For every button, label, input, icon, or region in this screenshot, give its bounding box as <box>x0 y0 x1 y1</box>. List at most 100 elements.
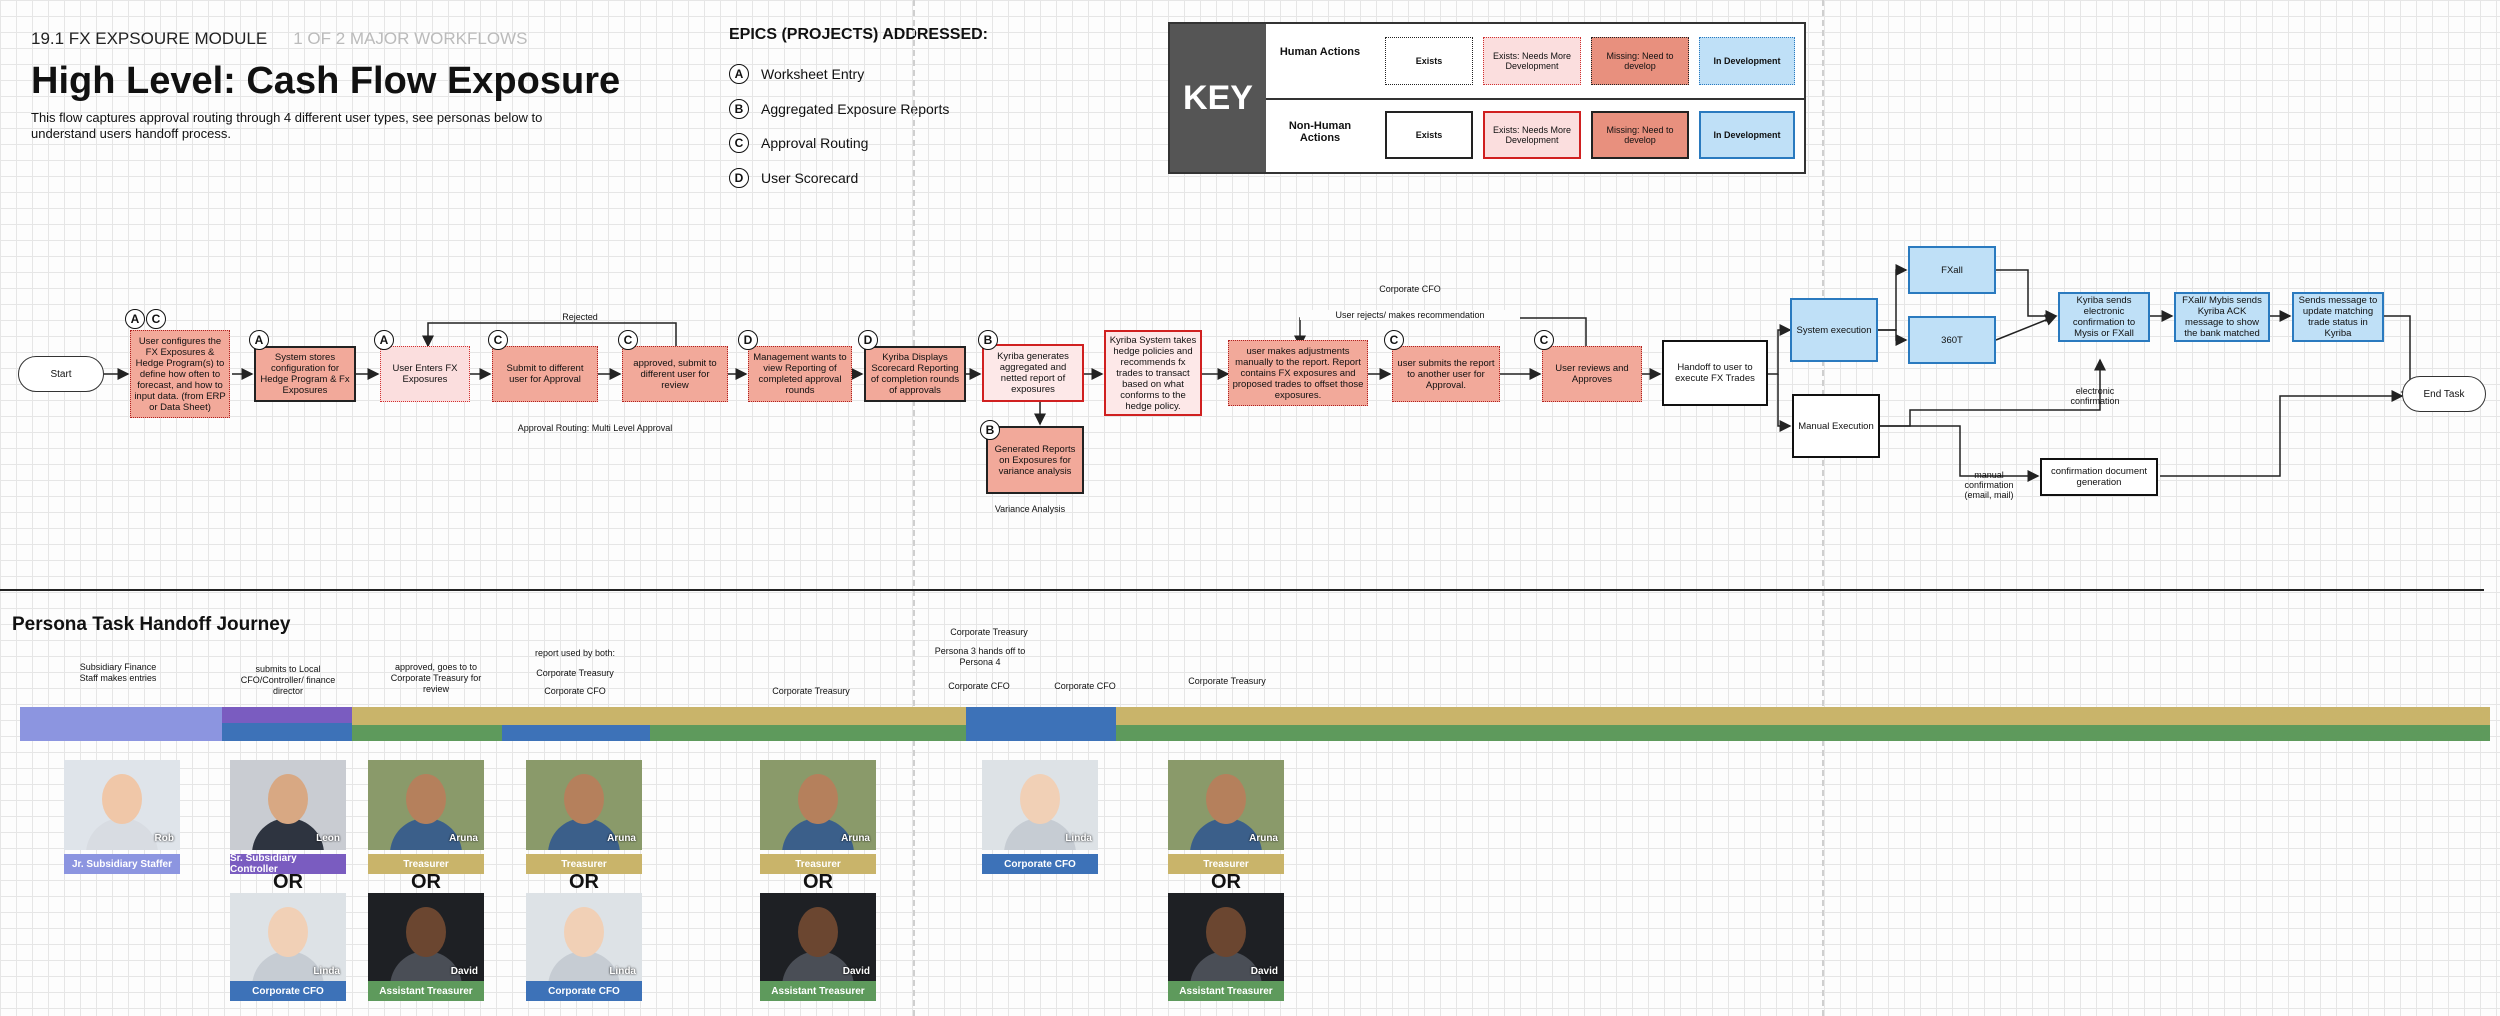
journey-bar-asst <box>1116 725 2490 741</box>
flow-step-review-approve: User reviews and Approves <box>1542 346 1642 402</box>
persona-name: Linda <box>313 966 340 977</box>
journey-note: Corporate Treasury <box>520 668 630 679</box>
flow-step-manual-execution: Manual Execution <box>1792 394 1880 458</box>
label-electronic-confirmation: electronic confirmation <box>2060 386 2130 406</box>
journey-note: Corporate Treasury <box>756 686 866 697</box>
avatar: Rob <box>64 760 180 850</box>
persona-name: Aruna <box>607 833 636 844</box>
flow-step-fxall: FXall <box>1908 246 1996 294</box>
flow-step-360t: 360T <box>1908 316 1996 364</box>
avatar-face <box>268 774 308 824</box>
epic-tag-badge: B <box>978 330 998 350</box>
journey-note: Corporate CFO <box>924 681 1034 692</box>
persona-name: David <box>843 966 870 977</box>
role-badge: Assistant Treasurer <box>368 981 484 1001</box>
epic-tag-badge: A <box>374 330 394 350</box>
avatar-face <box>406 907 446 957</box>
flow-step-system-execution: System execution <box>1790 298 1878 362</box>
journey-bar-cfo <box>222 723 352 741</box>
avatar: Leon <box>230 760 346 850</box>
flow-step-configure: User configures the FX Exposures & Hedge… <box>130 330 230 418</box>
avatar-face <box>268 907 308 957</box>
flow-step-approved-review: approved, submit to different user for r… <box>622 346 728 402</box>
epic-tag-badge: C <box>618 330 638 350</box>
avatar-face <box>102 774 142 824</box>
journey-title: Persona Task Handoff Journey <box>12 614 290 636</box>
epic-tag-badge: C <box>1384 330 1404 350</box>
avatar: Linda <box>526 893 642 983</box>
flow-step-hedge-recommend: Kyriba System takes hedge policies and r… <box>1104 330 1202 416</box>
label-manual-confirmation: manual confirmation (email, mail) <box>1954 470 2024 500</box>
avatar-face <box>564 774 604 824</box>
flow-step-management-view: Management wants to view Reporting of co… <box>748 346 852 402</box>
label-corporate-cfo: Corporate CFO <box>1360 284 1460 294</box>
journey-note: report used by both: <box>520 648 630 659</box>
flow-step-submit-approval: Submit to different user for Approval <box>492 346 598 402</box>
epic-tag-badge: C <box>1534 330 1554 350</box>
epic-tag-badge: C <box>146 309 166 329</box>
epic-tag-badge: B <box>980 420 1000 440</box>
journey-bar-cfo <box>966 707 1116 741</box>
persona-name: Rob <box>155 833 174 844</box>
label-rejected: Rejected <box>540 312 620 322</box>
flow-step-enter-exposures: User Enters FX Exposures <box>380 346 470 402</box>
avatar-face <box>798 774 838 824</box>
role-badge: Assistant Treasurer <box>1168 981 1284 1001</box>
journey-note: Persona 3 hands off to Persona 4 <box>920 646 1040 668</box>
journey-bar-treasurer <box>352 707 966 725</box>
flow-step-variance-report: Generated Reports on Exposures for varia… <box>986 426 1084 494</box>
journey-bar-treasurer <box>1116 707 2490 725</box>
persona-name: Aruna <box>1249 833 1278 844</box>
flow-step-handoff: Handoff to user to execute FX Trades <box>1662 340 1768 406</box>
avatar: David <box>760 893 876 983</box>
journey-note: Corporate CFO <box>1030 681 1140 692</box>
persona-name: David <box>451 966 478 977</box>
journey-bar-asst <box>352 725 966 741</box>
persona-name: Aruna <box>449 833 478 844</box>
journey-note: approved, goes to to Corporate Treasury … <box>386 662 486 695</box>
journey-note: Corporate Treasury <box>934 627 1044 638</box>
journey-note: Corporate CFO <box>520 686 630 697</box>
persona-name: David <box>1251 966 1278 977</box>
label-variance-analysis: Variance Analysis <box>980 504 1080 514</box>
epic-tag-badge: C <box>488 330 508 350</box>
avatar-face <box>1020 774 1060 824</box>
flow-step-manual-adjust: user makes adjustments manually to the r… <box>1228 340 1368 406</box>
avatar: David <box>1168 893 1284 983</box>
flow-step-scorecard: Kyriba Displays Scorecard Reporting of c… <box>864 346 966 402</box>
flow-step-confirmation-doc: confirmation document generation <box>2040 458 2158 496</box>
flow-step-ack-message: FXall/ Mybis sends Kyriba ACK message to… <box>2174 292 2270 342</box>
start-terminal: Start <box>18 356 104 392</box>
role-badge: Corporate CFO <box>526 981 642 1001</box>
journey-bar-cfo <box>502 725 650 741</box>
avatar-face <box>564 907 604 957</box>
journey-bar-staffer <box>20 707 222 741</box>
avatar: Linda <box>230 893 346 983</box>
or-separator: OR <box>1168 871 1284 894</box>
persona-name: Linda <box>1065 833 1092 844</box>
avatar-face <box>1206 774 1246 824</box>
epic-tag-badge: D <box>858 330 878 350</box>
avatar: Linda <box>982 760 1098 850</box>
epic-tag-badge: A <box>249 330 269 350</box>
epic-tag-badge: A <box>125 309 145 329</box>
or-separator: OR <box>368 871 484 894</box>
role-badge: Corporate CFO <box>230 981 346 1001</box>
flow-step-aggregated-report: Kyriba generates aggregated and netted r… <box>982 344 1084 402</box>
role-badge: Assistant Treasurer <box>760 981 876 1001</box>
or-separator: OR <box>760 871 876 894</box>
avatar: Aruna <box>760 760 876 850</box>
persona-name: Linda <box>609 966 636 977</box>
journey-note: Subsidiary Finance Staff makes entries <box>78 662 158 684</box>
flow-step-update-status: Sends message to update matching trade s… <box>2292 292 2384 342</box>
role-badge: Corporate CFO <box>982 854 1098 874</box>
journey-note: submits to Local CFO/Controller/ finance… <box>240 664 336 697</box>
avatar-face <box>798 907 838 957</box>
persona-name: Aruna <box>841 833 870 844</box>
section-separator <box>0 589 2484 591</box>
epic-tag-badge: D <box>738 330 758 350</box>
or-separator: OR <box>230 871 346 894</box>
journey-bar-controller <box>222 707 352 723</box>
avatar: Aruna <box>1168 760 1284 850</box>
flow-step-electronic-confirm: Kyriba sends electronic confirmation to … <box>2058 292 2150 342</box>
